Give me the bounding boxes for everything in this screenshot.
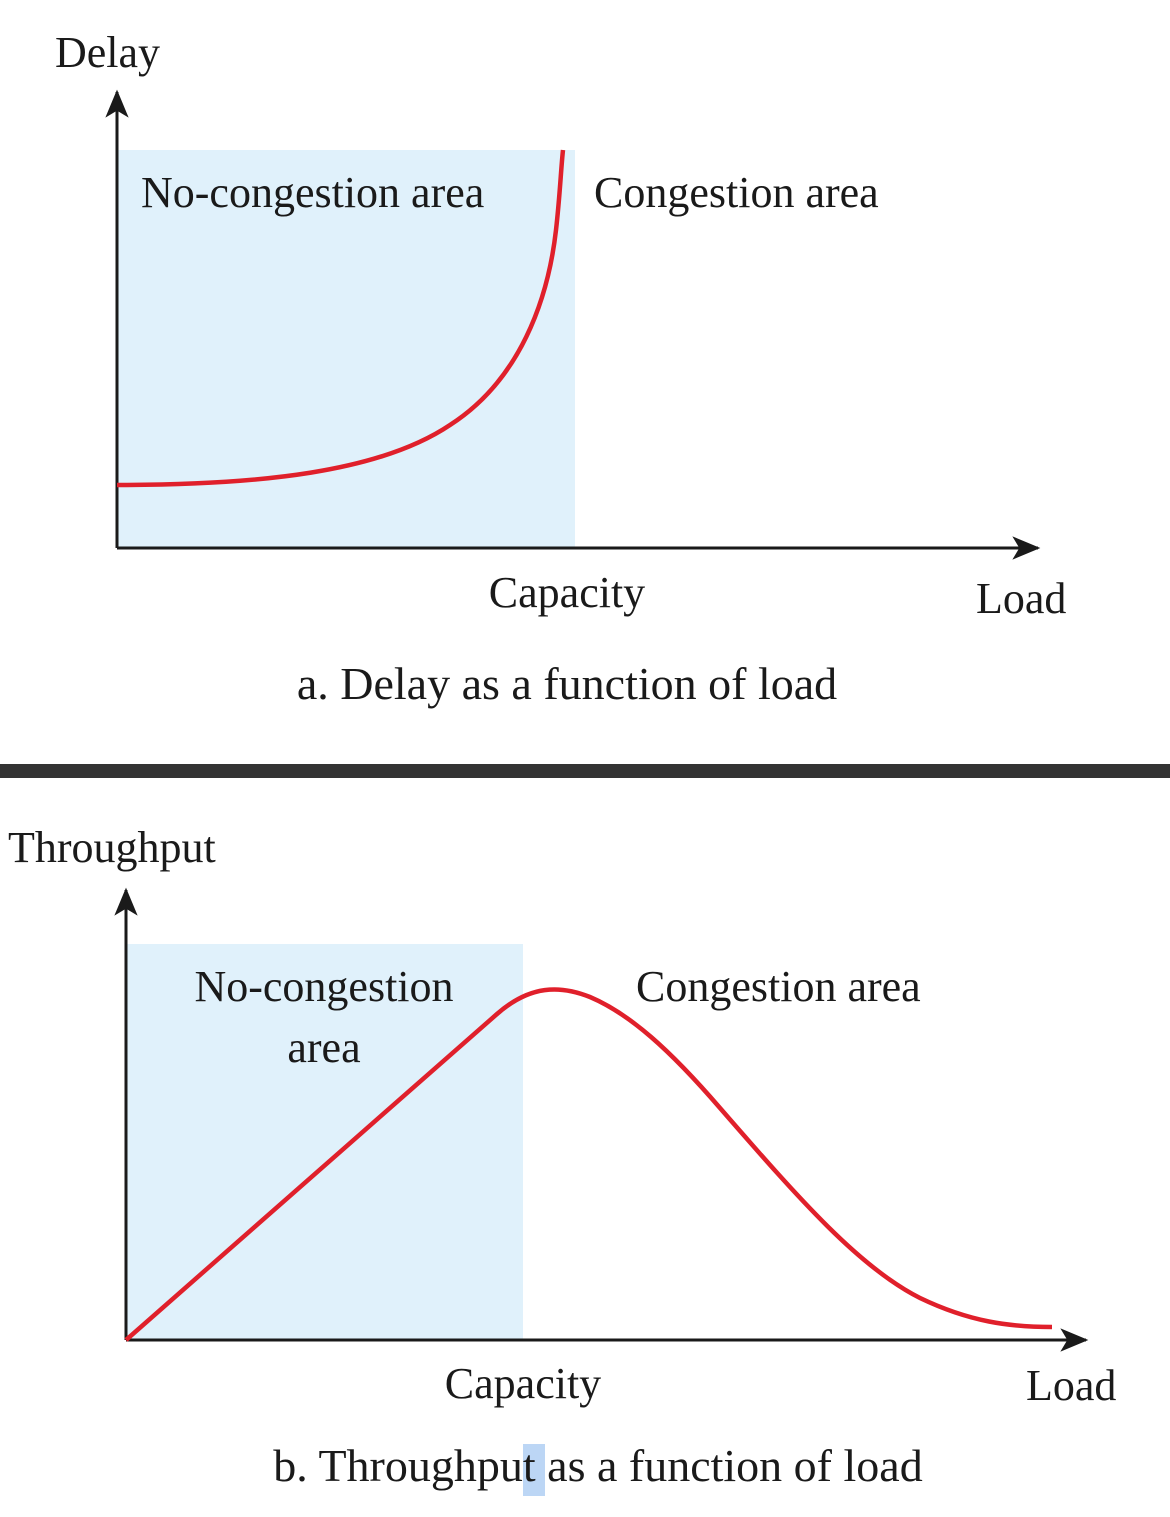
no-congestion-label-b-line1: No-congestion bbox=[194, 962, 453, 1011]
no-congestion-region-b bbox=[126, 944, 523, 1340]
delay-curve bbox=[116, 149, 566, 488]
capacity-label-b: Capacity bbox=[445, 1359, 601, 1408]
panel-divider bbox=[0, 764, 1170, 778]
caption-b: b. Throughput as a function of load bbox=[273, 1440, 922, 1491]
caption-a: a. Delay as a function of load bbox=[297, 658, 837, 709]
panel-b: Throughput No-congestion area Congestion… bbox=[8, 823, 1116, 1496]
throughput-curve bbox=[124, 987, 1053, 1342]
x-axis-label-b: Load bbox=[1026, 1361, 1116, 1410]
no-congestion-label-a: No-congestion area bbox=[141, 168, 484, 217]
capacity-label-a: Capacity bbox=[489, 568, 645, 617]
panel-a: Delay No-congestion area Congestion area… bbox=[55, 28, 1066, 709]
no-congestion-label-b-line2: area bbox=[287, 1023, 360, 1072]
congestion-label-a: Congestion area bbox=[594, 168, 879, 217]
x-axis-label-a: Load bbox=[976, 574, 1066, 623]
y-axis-label-b: Throughput bbox=[8, 823, 216, 872]
text-selection-highlight bbox=[523, 1444, 545, 1496]
congestion-label-b: Congestion area bbox=[636, 962, 921, 1011]
y-axis-label-a: Delay bbox=[55, 28, 160, 77]
